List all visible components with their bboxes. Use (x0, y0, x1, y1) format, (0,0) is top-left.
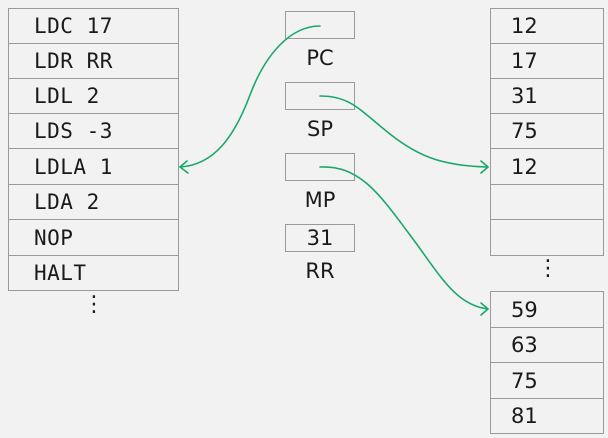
instruction-row: LDL 2 (8, 78, 179, 114)
instruction-text: LDS -3 (34, 119, 113, 143)
stack-cell: 12 (490, 148, 604, 185)
register-pc-box (285, 11, 355, 39)
stack-cell-value: 31 (511, 84, 538, 108)
stack-cell-value: 75 (511, 368, 538, 393)
register-rr-label: RR (305, 259, 335, 283)
register-pc-label: PC (306, 46, 334, 70)
instruction-text: LDLA 1 (34, 154, 113, 179)
instruction-text: HALT (34, 261, 87, 285)
instruction-row: NOP (8, 219, 179, 256)
stack-cell-value: 12 (511, 154, 538, 179)
stack-cell-value: 75 (511, 119, 538, 143)
mp-arrowhead (480, 302, 489, 316)
instruction-row: LDLA 1 (8, 148, 179, 185)
stack-cell-value: 81 (511, 404, 538, 428)
sp-arrowhead (480, 160, 489, 174)
register-sp-label: SP (307, 117, 333, 141)
mp-pointer-arrow (319, 166, 489, 310)
stack-cell (490, 219, 604, 256)
stack-cell: 81 (490, 398, 604, 434)
stack-cell-value: 59 (511, 297, 538, 322)
stack-cell: 17 (490, 43, 604, 79)
stack-cell: 63 (490, 327, 604, 363)
stack-cell: 31 (490, 78, 604, 114)
stack-cell-value: 12 (511, 14, 538, 38)
stack-cell: 12 (490, 8, 604, 44)
stack-cell-value: 63 (511, 333, 538, 357)
register-mp-label: MP (304, 188, 336, 212)
instruction-text: LDC 17 (34, 14, 113, 38)
register-rr-box: 31 (285, 224, 355, 252)
instruction-text: LDA 2 (34, 190, 100, 214)
instruction-text: NOP (34, 225, 74, 250)
instruction-row: LDC 17 (8, 8, 179, 44)
instruction-row: HALT (8, 255, 179, 291)
stack-cell (490, 184, 604, 220)
instruction-row: LDA 2 (8, 184, 179, 220)
pc-pointer-arrow (179, 25, 321, 168)
instruction-text: LDR RR (34, 49, 113, 73)
stack-cell-value: 17 (511, 49, 538, 73)
register-rr-value: 31 (306, 226, 334, 250)
instruction-row: LDS -3 (8, 113, 179, 149)
sp-pointer-arrow (319, 95, 489, 168)
instruction-text: LDL 2 (34, 84, 100, 108)
pc-arrowhead (179, 160, 189, 174)
